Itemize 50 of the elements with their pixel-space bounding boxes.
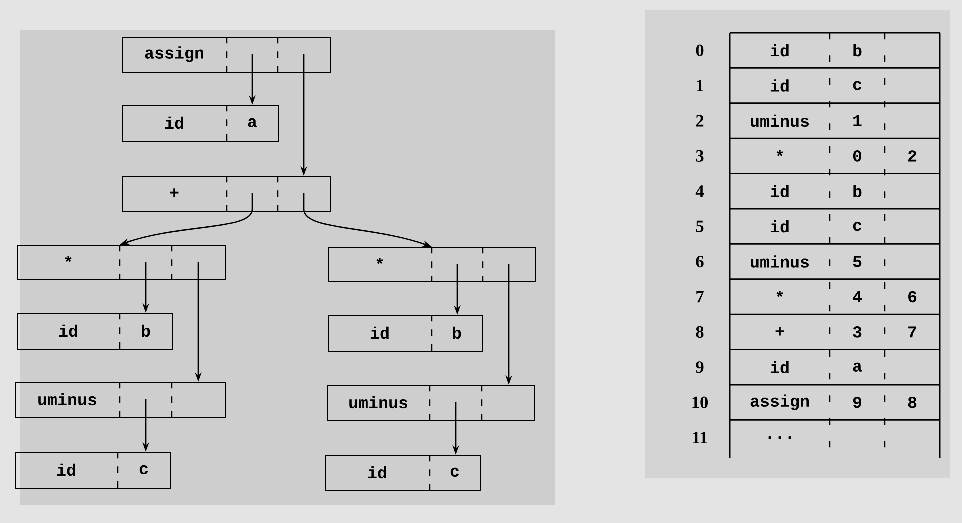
table-entry: 3 [853,326,862,338]
record-box: id c [325,455,482,492]
table-entry: 1 [854,116,862,126]
row-number: 4 [696,186,704,198]
row-number: 0 [696,44,704,56]
record-box: * [17,245,226,280]
table-entry: id [770,44,789,57]
record-box: + [122,176,332,212]
table-entry: c [853,222,862,232]
row-number: 6 [696,256,704,268]
record-box: assign [122,37,332,74]
row-number: 5 [696,220,704,232]
record-box: id a [122,105,280,142]
table-entry: uminus [751,256,809,268]
record-box: uminus [327,385,536,422]
table-entry: 0 [853,150,862,162]
row-number: 7 [696,291,704,303]
table-entry: uminus [751,114,809,128]
row-number: 3 [696,150,704,162]
table-entry: ... [768,436,792,440]
table-entry: 8 [908,396,917,408]
table-entry: id [770,220,789,233]
row-number: 8 [696,326,704,338]
row-number: 11 [693,432,708,444]
table-entry: 5 [853,256,862,268]
table-entry: 9 [853,396,862,408]
record-box: id b [17,313,174,350]
table-entry: 7 [908,326,916,338]
record-box: id b [328,315,484,352]
record-box: * [328,247,536,282]
row-number: 9 [696,362,704,374]
table-entry: * [776,150,784,156]
table-entry: 2 [908,150,917,162]
table-entry: + [776,327,784,336]
table-entry: a [853,362,862,372]
table-entry: id [770,185,789,198]
record-box: id c [15,452,172,490]
table-entry: b [854,185,862,198]
table-entry: id [770,80,789,92]
table-entry: b [854,44,862,57]
table-entry: * [776,290,784,298]
row-number: 10 [692,396,708,408]
table-entry: c [853,81,862,90]
row-number: 1 [697,80,704,92]
table-entry: 4 [853,292,862,302]
table-entry: id [770,361,789,374]
record-box: uminus [15,382,226,418]
table-entry: assign [750,394,809,410]
row-number: 2 [696,115,704,127]
table-entry: 6 [908,291,917,303]
